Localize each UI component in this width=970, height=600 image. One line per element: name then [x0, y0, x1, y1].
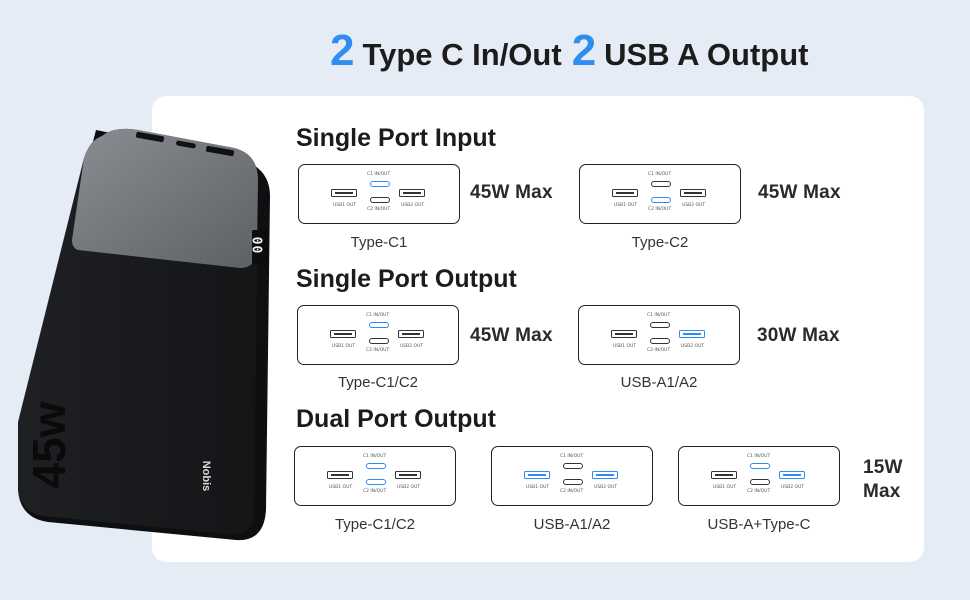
power-rating: 45W Max [470, 182, 553, 203]
type-c1-port [366, 463, 386, 469]
type-c1-port [651, 181, 671, 187]
port-label: C1 IN/OUT [648, 172, 672, 177]
type-c1-port [563, 463, 583, 469]
type-c1-port [750, 463, 770, 469]
mode-caption: USB-A1/A2 [620, 374, 698, 391]
power-rating: 45W Max [758, 182, 841, 203]
usb-a2-port [679, 330, 705, 338]
mode-caption: Type-C1 [350, 234, 408, 251]
port-label: USB2 OUT [682, 203, 706, 208]
power-rating: 45W Max [470, 325, 553, 346]
section-title: Dual Port Output [296, 405, 496, 433]
headline: 2 Type C In/Out 2 USB A Output [330, 26, 809, 76]
type-c2-port [366, 479, 386, 485]
port-label: C1 IN/OUT [747, 454, 771, 459]
power-bank-image [18, 128, 270, 541]
usb-a2-port [779, 471, 805, 479]
port-label: C1 IN/OUT [363, 454, 387, 459]
usb-a1-port [331, 189, 357, 197]
headline-count-type-c: 2 [330, 26, 355, 75]
port-label: C1 IN/OUT [366, 313, 390, 318]
port-label: C2 IN/OUT [366, 348, 390, 353]
port-label: USB1 OUT [614, 203, 638, 208]
mode-caption: Type-C1/C2 [334, 516, 416, 533]
headline-type-c-text: Type C In/Out [362, 37, 562, 72]
port-label: USB2 OUT [400, 344, 424, 349]
section-title: Single Port Input [296, 124, 496, 152]
port-label: C1 IN/OUT [367, 172, 391, 177]
device-brand-logo: Nobis [200, 460, 212, 492]
port-mode-diagram: USB1 OUT C1 IN/OUT C2 IN/OUT USB2 OUT [297, 305, 459, 365]
usb-a2-port [592, 471, 618, 479]
mode-caption: USB-A+Type-C [707, 516, 811, 533]
type-c1-port [650, 322, 670, 328]
shared-rating-unit: Max [863, 481, 901, 502]
port-label: USB1 OUT [613, 344, 637, 349]
port-label: USB2 OUT [681, 344, 705, 349]
type-c1-port [369, 322, 389, 328]
shared-rating-value: 15W [863, 457, 903, 478]
port-label: C2 IN/OUT [647, 348, 671, 353]
port-label: C1 IN/OUT [647, 313, 671, 318]
usb-a1-port [711, 471, 737, 479]
usb-a1-port [327, 471, 353, 479]
port-label: C2 IN/OUT [367, 207, 391, 212]
port-label: USB1 OUT [329, 485, 353, 490]
port-mode-diagram: USB1 OUT C1 IN/OUT C2 IN/OUT USB2 OUT [678, 446, 840, 506]
shared-power-rating: 15W Max [863, 456, 903, 504]
type-c2-port [750, 479, 770, 485]
port-mode-diagram: USB1 OUT C1 IN/OUT C2 IN/OUT USB2 OUT [491, 446, 653, 506]
port-label: C2 IN/OUT [560, 489, 584, 494]
type-c2-port [369, 338, 389, 344]
usb-a2-port [680, 189, 706, 197]
port-label: USB1 OUT [332, 344, 356, 349]
device-wattage: 45w [23, 401, 75, 489]
headline-usb-a-text: USB A Output [604, 37, 809, 72]
power-rating: 30W Max [757, 325, 840, 346]
type-c2-port [651, 197, 671, 203]
usb-a1-port [330, 330, 356, 338]
usb-a2-port [399, 189, 425, 197]
port-mode-diagram: USB1 OUT C1 IN/OUT C2 IN/OUT USB2 OUT [579, 164, 741, 224]
port-label: USB2 OUT [594, 485, 618, 490]
mode-caption: Type-C1/C2 [337, 374, 419, 391]
port-label: USB2 OUT [397, 485, 421, 490]
port-mode-diagram: USB1 OUT C1 IN/OUT C2 IN/OUT USB2 OUT [298, 164, 460, 224]
mode-caption: Type-C2 [631, 234, 689, 251]
usb-a2-port [398, 330, 424, 338]
port-label: USB1 OUT [333, 203, 357, 208]
port-label: USB2 OUT [401, 203, 425, 208]
usb-a1-port [612, 189, 638, 197]
port-mode-diagram: USB1 OUT C1 IN/OUT C2 IN/OUT USB2 OUT [578, 305, 740, 365]
port-label: USB2 OUT [781, 485, 805, 490]
mode-caption: USB-A1/A2 [533, 516, 611, 533]
section-title: Single Port Output [296, 265, 517, 293]
type-c2-port [370, 197, 390, 203]
port-mode-diagram: USB1 OUT C1 IN/OUT C2 IN/OUT USB2 OUT [294, 446, 456, 506]
usb-a2-port [395, 471, 421, 479]
port-label: C2 IN/OUT [363, 489, 387, 494]
port-label: C1 IN/OUT [560, 454, 584, 459]
usb-a1-port [524, 471, 550, 479]
type-c2-port [650, 338, 670, 344]
device-display: 00 [248, 236, 264, 255]
type-c1-port [370, 181, 390, 187]
port-label: USB1 OUT [526, 485, 550, 490]
port-label: USB1 OUT [713, 485, 737, 490]
type-c2-port [563, 479, 583, 485]
usb-a1-port [611, 330, 637, 338]
port-label: C2 IN/OUT [648, 207, 672, 212]
port-label: C2 IN/OUT [747, 489, 771, 494]
headline-count-usb-a: 2 [571, 26, 597, 75]
